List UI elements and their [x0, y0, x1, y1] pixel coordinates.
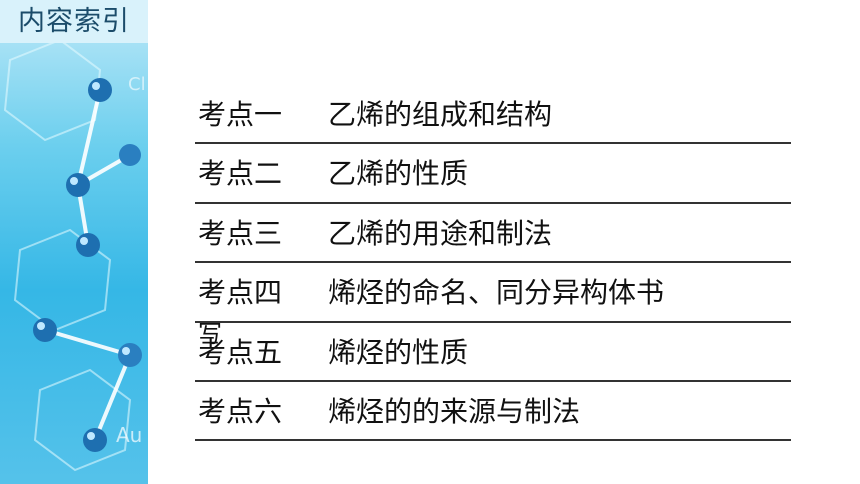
- decorative-side-panel: Cl Au 内容索引: [0, 0, 148, 484]
- toc-item[interactable]: 考点一 乙烯的组成和结构: [195, 85, 791, 145]
- element-symbol-au: Au: [116, 423, 142, 447]
- toc-item-title: 乙烯的用途和制法: [328, 216, 553, 250]
- toc-item[interactable]: 考点三 乙烯的用途和制法: [195, 204, 791, 264]
- toc-item-label: 考点一: [198, 98, 283, 131]
- toc-item[interactable]: 考点六 烯烃的的来源与制法: [195, 382, 791, 442]
- table-of-contents: 考点一 乙烯的组成和结构 考点二 乙烯的性质 考点三 乙烯的用途和制法 考点四 …: [195, 85, 791, 442]
- toc-item-label: 考点三: [198, 216, 283, 250]
- toc-item-label: 考点四: [198, 276, 283, 310]
- toc-item-title: 烯烃的的来源与制法: [328, 394, 581, 428]
- toc-item-label: 考点五: [198, 335, 283, 369]
- toc-item-overflow-text: 写: [198, 320, 222, 348]
- toc-item-title: 烯烃的性质: [328, 335, 469, 369]
- toc-item[interactable]: 考点四 烯烃的命名、同分异构体书: [195, 263, 791, 323]
- section-title: 内容索引: [0, 0, 148, 43]
- toc-item-label: 考点二: [198, 157, 283, 191]
- toc-item-label: 考点六: [198, 394, 283, 428]
- toc-item-title: 乙烯的组成和结构: [328, 98, 553, 131]
- toc-item-title: 乙烯的性质: [328, 157, 469, 191]
- toc-item[interactable]: 考点五 烯烃的性质: [195, 323, 791, 382]
- element-symbol-cl: Cl: [128, 74, 146, 95]
- toc-item[interactable]: 考点二 乙烯的性质: [195, 144, 791, 204]
- toc-item-title: 烯烃的命名、同分异构体书: [328, 276, 665, 310]
- molecule-illustration: Cl Au: [3, 38, 146, 472]
